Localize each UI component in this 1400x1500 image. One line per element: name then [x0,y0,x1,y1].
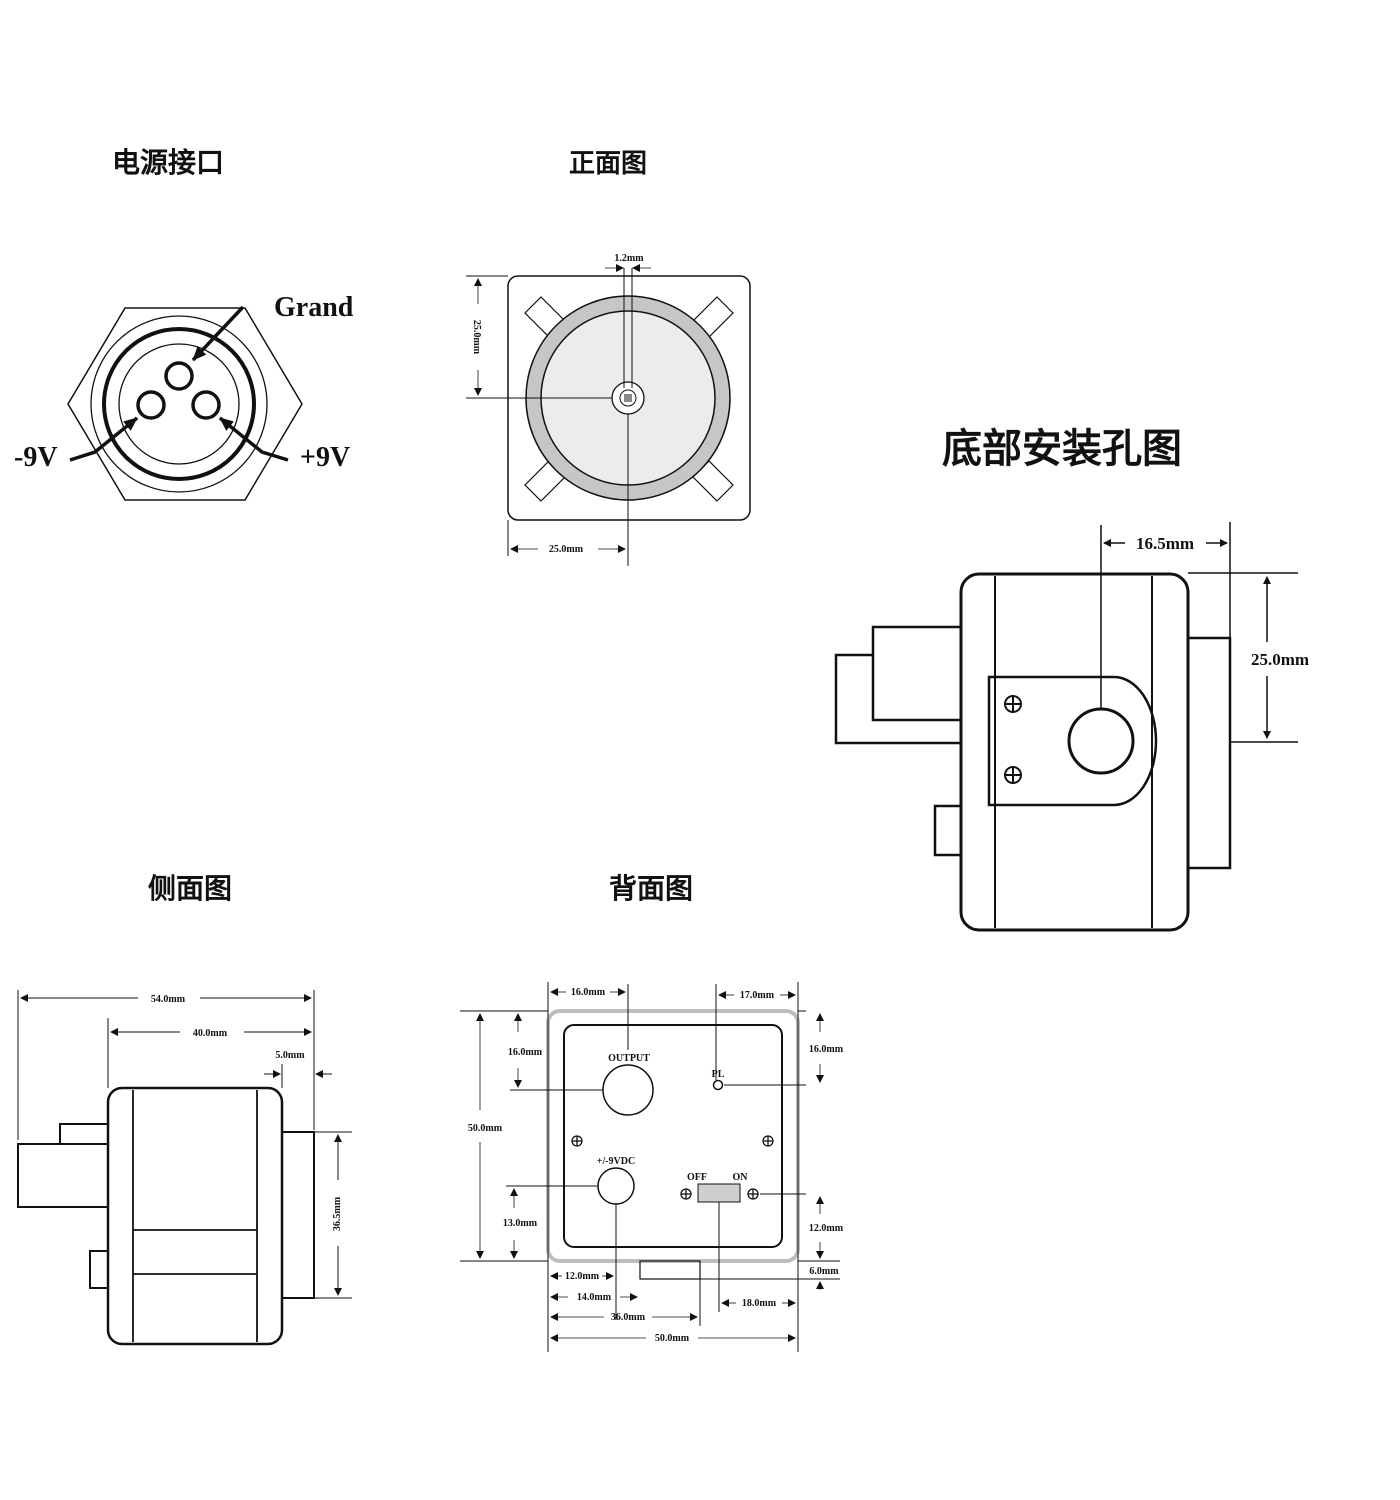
connector-outer-ring [90,315,268,493]
dim-back-36: 36.0mm [611,1312,646,1323]
label-negative: -9V [14,442,58,473]
side-lens-mount [282,1131,315,1299]
front-view-diagram: 1.2mm 25.0mm 25.0mm [466,253,751,566]
mounting-hole [1067,707,1135,775]
side-body-outline [106,1086,284,1346]
dim-side-5: 5.0mm [275,1050,305,1061]
label-ground: Grand [274,292,354,323]
dim-side-36-5: 36.5mm [332,1196,343,1231]
switch-screw-left [680,1188,692,1200]
connector-hex-nut [67,307,303,501]
dim-back-12-right: 12.0mm [809,1223,844,1234]
bottom-connector-1 [871,625,961,722]
pin-ground [164,361,194,391]
bottom-connector-2 [834,653,961,745]
connector-inner-ring [118,343,240,465]
back-bottom-tab [639,1260,701,1280]
dim-front-1-2: 1.2mm [614,253,644,264]
label-vdc: +/-9VDC [597,1156,635,1167]
label-on: ON [733,1172,749,1183]
title-front: 正面图 [569,149,647,179]
pl-indicator [712,1079,724,1091]
pin-negative [136,390,166,420]
dim-back-16-right: 16.0mm [809,1044,844,1055]
dim-back-17: 17.0mm [740,990,775,1001]
mounting-bracket [987,675,1158,807]
dim-back-18: 18.0mm [742,1298,777,1309]
bottom-view-diagram: 16.5mm 25.0mm [834,522,1309,932]
dim-back-50-vertical: 50.0mm [468,1123,503,1134]
dim-back-50-horizontal: 50.0mm [655,1333,690,1344]
title-side: 侧面图 [148,872,232,905]
pin-positive [191,390,221,420]
title-back: 背面图 [609,872,693,905]
side-connector [17,1123,108,1208]
side-tab [89,1250,108,1289]
dim-back-12-bottom: 12.0mm [565,1271,600,1282]
dim-front-25-vertical: 25.0mm [471,320,482,355]
dim-bottom-25: 25.0mm [1251,650,1309,669]
back-screw-right [762,1135,774,1147]
power-switch [697,1183,741,1203]
dim-back-13: 13.0mm [503,1218,538,1229]
connector-thick-ring [102,327,256,481]
dim-side-40: 40.0mm [193,1028,228,1039]
back-body-inner [563,1024,783,1248]
side-view-diagram: 54.0mm 40.0mm 5.0mm 36.5mm [17,990,352,1346]
bottom-lens-mount [1188,636,1232,870]
back-body-outer [546,1009,800,1263]
label-off: OFF [687,1172,707,1183]
back-screw-left [571,1135,583,1147]
label-pl: PL [712,1069,725,1080]
dim-front-25-horizontal: 25.0mm [549,544,584,555]
label-output: OUTPUT [608,1053,650,1064]
label-positive: +9V [300,442,350,473]
arrow-positive [218,416,289,462]
back-view-diagram: OUTPUT PL +/-9VDC OFF ON 16.0mm 17.0mm 1 [460,982,844,1352]
title-power: 电源接口 [112,146,224,179]
dim-back-14: 14.0mm [577,1292,612,1303]
dim-back-6: 6.0mm [809,1266,839,1277]
power-connector-diagram: Grand -9V +9V [14,292,354,501]
arrow-ground [191,305,245,362]
switch-screw-right [747,1188,759,1200]
bottom-body-outline [959,572,1190,932]
arrow-negative [69,416,139,462]
dim-back-16-left: 16.0mm [508,1047,543,1058]
dim-bottom-16-5: 16.5mm [1136,534,1194,553]
dim-side-54: 54.0mm [151,994,186,1005]
dim-back-16-top: 16.0mm [571,987,606,998]
title-bottom: 底部安装孔图 [942,426,1182,472]
sensor-chip [624,394,632,402]
bottom-tab [933,804,961,857]
